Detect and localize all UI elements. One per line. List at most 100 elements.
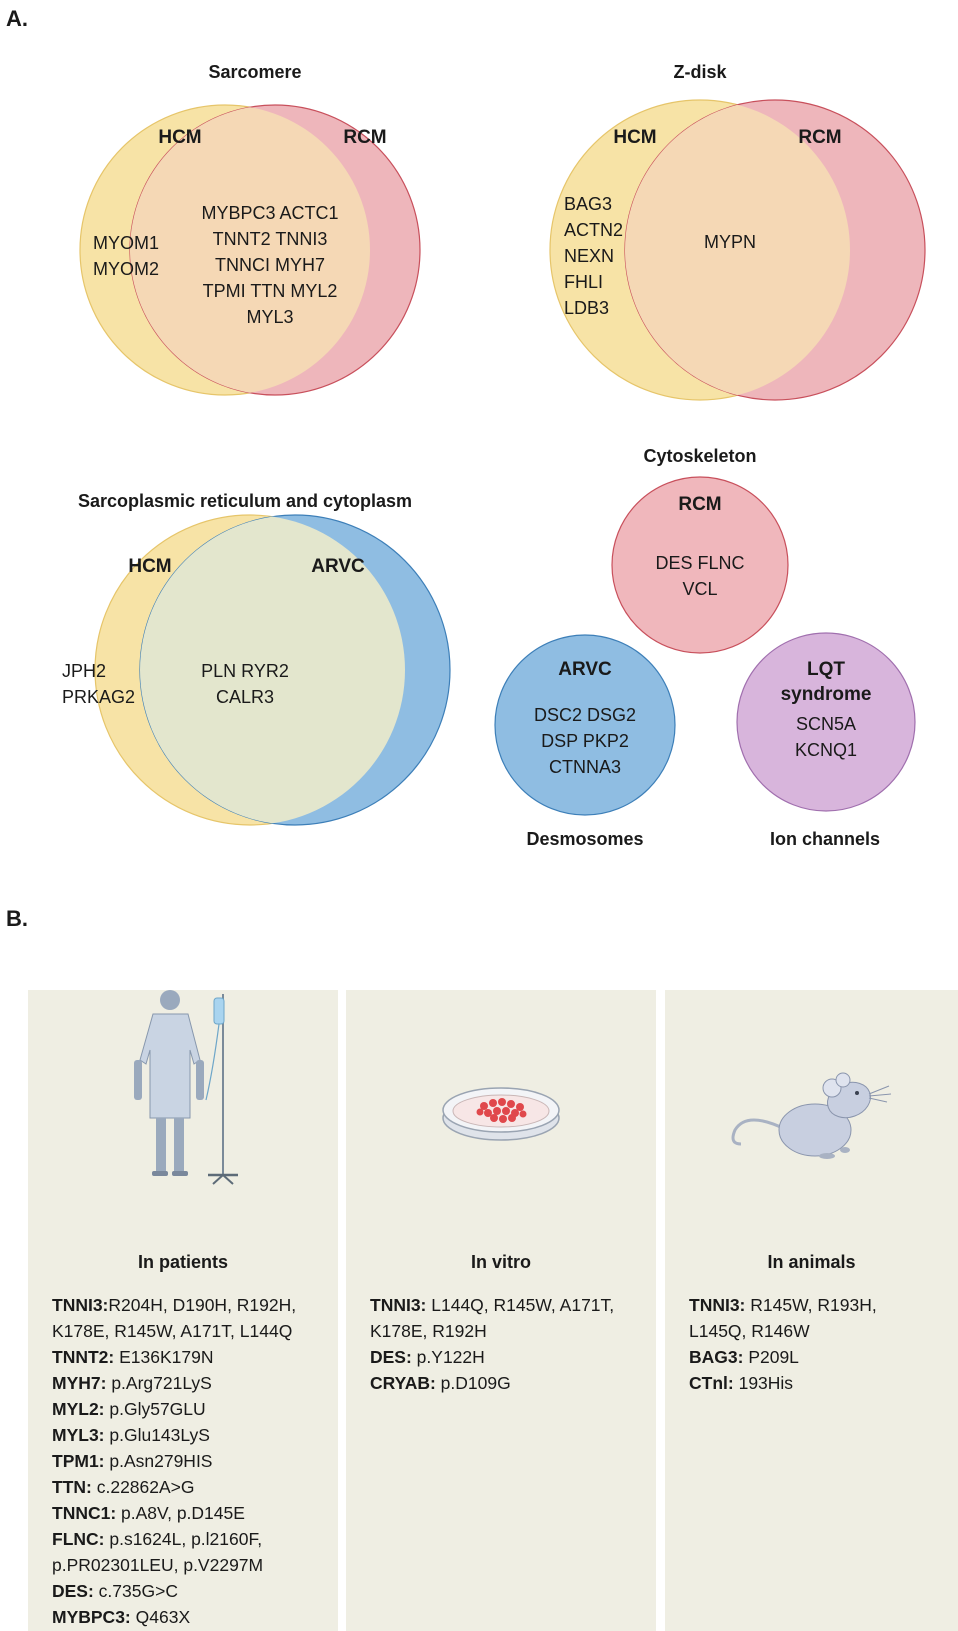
gene-name: MYL2: — [52, 1399, 105, 1419]
mutation-text: 193His — [733, 1373, 794, 1393]
mutation-text: c.22862A>G — [91, 1477, 195, 1497]
mutation-text: p.Gly57GLU — [104, 1399, 206, 1419]
gene-label: CTNNA3 — [548, 757, 621, 777]
gene-name: TNNI3: — [52, 1295, 109, 1315]
gene-name: TNNC1: — [52, 1503, 117, 1523]
gene-label: VCL — [682, 579, 718, 599]
zdisk-rcm-label: RCM — [798, 127, 842, 148]
gene-label: TNNCI MYH7 — [214, 255, 325, 275]
gene-name: BAG3: — [689, 1347, 744, 1367]
mutation-text: p.A8V, p.D145E — [116, 1503, 245, 1523]
mutation-text: R145W, R193H, — [745, 1295, 877, 1315]
gene-name: FLNC: — [52, 1529, 105, 1549]
gene-name: MYL3: — [52, 1425, 105, 1445]
gene-label: PRKAG2 — [62, 687, 136, 707]
mutation-text: K178E, R192H — [370, 1321, 487, 1341]
gene-label: TPMI TTN MYL2 — [202, 281, 338, 301]
gene-label: JPH2 — [62, 661, 107, 681]
panel-a-letter: A. — [6, 6, 28, 31]
mutation-text: p.Y122H — [411, 1347, 485, 1367]
mutation-text: p.PR02301LEU, p.V2297M — [52, 1555, 264, 1575]
list-item: MYL2: p.Gly57GLU — [52, 1396, 296, 1422]
zdisk-hcm-genes: BAG3 ACTN2 NEXN FHLI LDB3 — [564, 191, 623, 321]
patients-card: In patients TNNI3:R204H, D190H, R192H, K… — [28, 990, 338, 1631]
gene-label: SCN5A — [795, 714, 857, 734]
desmosomes-genes: DSC2 DSG2 DSP PKP2 CTNNA3 — [510, 702, 660, 780]
cytoskeleton-genes: DES FLNC VCL — [630, 550, 770, 602]
gene-label: ACTN2 — [564, 220, 624, 240]
list-item: FLNC: p.s1624L, p.l2160F, — [52, 1526, 296, 1552]
in-vitro-card: In vitro TNNI3: L144Q, R145W, A171T, K17… — [346, 990, 656, 1631]
gene-label: FHLI — [564, 272, 604, 292]
petri-dish-icon — [442, 1087, 560, 1141]
zdisk-hcm-label: HCM — [613, 127, 657, 148]
mutation-text: P209L — [743, 1347, 799, 1367]
card-title-in-vitro: In vitro — [470, 1252, 531, 1272]
in-animals-card: In animals TNNI3: R145W, R193H, L145Q, R… — [665, 990, 958, 1631]
gene-label: DES FLNC — [655, 553, 745, 573]
gene-name: MYH7: — [52, 1373, 107, 1393]
panel-b-letter: B. — [6, 906, 28, 931]
gene-name: TPM1: — [52, 1451, 105, 1471]
zdisk-venn — [549, 99, 926, 401]
list-item: TTN: c.22862A>G — [52, 1474, 296, 1500]
list-item: MYL3: p.Glu143LyS — [52, 1422, 296, 1448]
gene-label: TNNT2 TNNI3 — [212, 229, 328, 249]
cytoskeleton-rcm-label: RCM — [678, 494, 722, 515]
list-item: p.PR02301LEU, p.V2297M — [52, 1552, 296, 1578]
desmosomes-caption: Desmosomes — [526, 829, 644, 849]
zdisk-overlap — [625, 100, 850, 400]
ion-channels-circle — [736, 632, 916, 812]
sarcomere-rcm-label: RCM — [343, 127, 387, 148]
gene-label: DSC2 DSG2 — [533, 705, 637, 725]
list-item: TNNI3:R204H, D190H, R192H, — [52, 1292, 296, 1318]
list-item: CRYAB: p.D109G — [370, 1370, 614, 1396]
sarcomere-hcm-label: HCM — [158, 127, 202, 148]
ion-channel-genes: SCN5A KCNQ1 — [766, 711, 886, 763]
gene-label: PLN RYR2 — [201, 661, 289, 681]
gene-name: TNNT2: — [52, 1347, 115, 1367]
zdisk-title: Z-disk — [673, 62, 727, 82]
sr-hcm-label: HCM — [128, 556, 172, 577]
sr-hcm-genes: JPH2 PRKAG2 — [62, 658, 135, 710]
gene-name: DES: — [370, 1347, 412, 1367]
sr-overlap — [140, 515, 405, 825]
card-title-in-animals: In animals — [767, 1252, 856, 1272]
sarcomere-shared-genes: MYBPC3 ACTC1 TNNT2 TNNI3 TNNCI MYH7 TPMI… — [180, 200, 360, 330]
sr-venn — [94, 514, 451, 826]
card-title-patients: In patients — [137, 1252, 228, 1272]
sarcomere-venn — [79, 104, 421, 396]
sarcomere-overlap — [130, 105, 370, 395]
mutation-text: R204H, D190H, R192H, — [108, 1295, 297, 1315]
gene-label: CALR3 — [215, 687, 275, 707]
mutation-text: p.Glu143LyS — [104, 1425, 210, 1445]
gene-label: LDB3 — [564, 298, 610, 318]
gene-label: MYOM2 — [93, 259, 160, 279]
patients-mutation-list: TNNI3:R204H, D190H, R192H, K178E, R145W,… — [52, 1292, 296, 1630]
sarcomere-title: Sarcomere — [208, 62, 302, 82]
list-item: BAG3: P209L — [689, 1344, 877, 1370]
mutation-text: p.Asn279HIS — [104, 1451, 213, 1471]
list-item: TNNC1: p.A8V, p.D145E — [52, 1500, 296, 1526]
list-item: CTnl: 193His — [689, 1370, 877, 1396]
mutation-text: L145Q, R146W — [689, 1321, 810, 1341]
gene-label: DSP PKP2 — [541, 731, 629, 751]
list-item: MYBPC3: Q463X — [52, 1604, 296, 1630]
gene-name: MYBPC3: — [52, 1607, 131, 1627]
mutation-text: p.Arg721LyS — [106, 1373, 212, 1393]
gene-label: MYBPC3 ACTC1 — [201, 203, 339, 223]
desmosomes-circle — [494, 634, 676, 816]
mutation-text: K178E, R145W, A171T, L144Q — [52, 1321, 293, 1341]
gene-label: MYOM1 — [93, 233, 160, 253]
lqt-label: LQT — [807, 659, 845, 680]
ion-channels-caption: Ion channels — [769, 829, 881, 849]
gene-name: CTnl: — [689, 1373, 734, 1393]
desmosomes-arvc-label: ARVC — [558, 659, 612, 680]
mutation-text: p.s1624L, p.l2160F, — [104, 1529, 263, 1549]
gene-name: CRYAB: — [370, 1373, 436, 1393]
patient-iv-icon — [134, 990, 238, 1185]
list-item: L145Q, R146W — [689, 1318, 877, 1344]
gene-label: NEXN — [564, 246, 615, 266]
sr-title: Sarcoplasmic reticulum and cytoplasm — [77, 491, 413, 511]
gene-name: TTN: — [52, 1477, 92, 1497]
